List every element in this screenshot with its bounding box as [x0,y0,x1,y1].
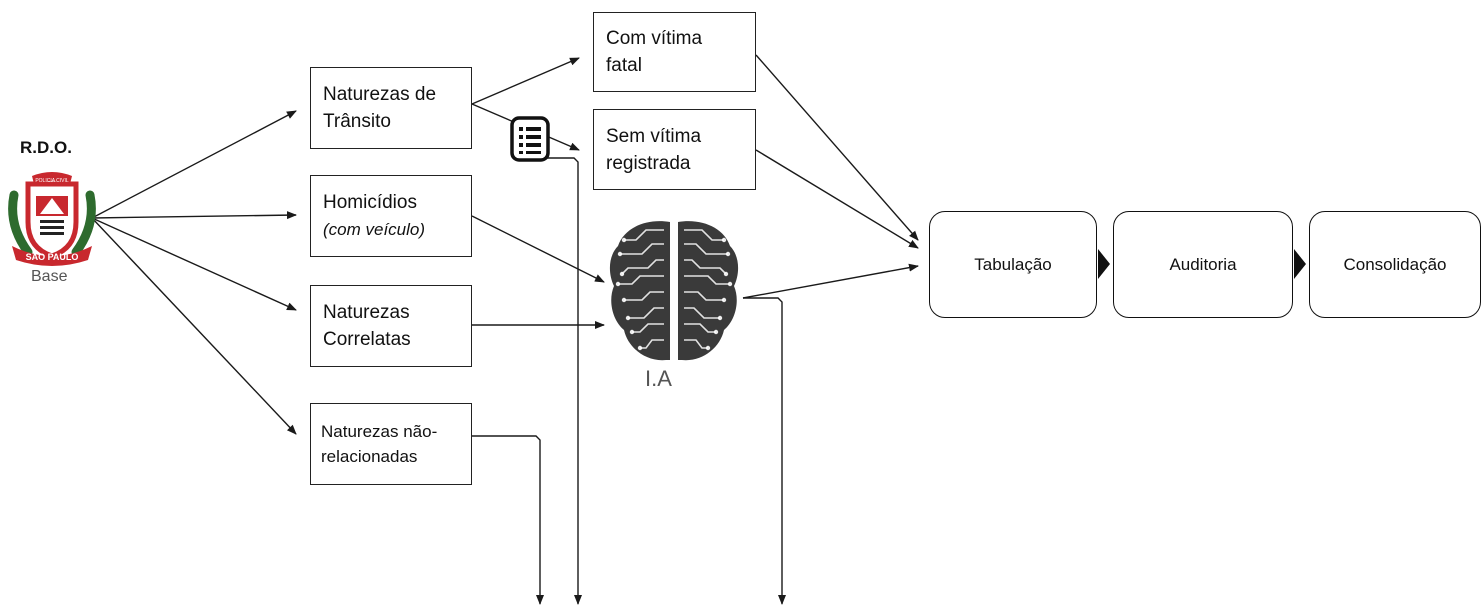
arrow-tabulacao-to-auditoria [1098,249,1110,279]
stage-consolidacao: Consolidação [1309,211,1481,318]
outcome-com-vitima-box: Com vítima fatal [593,12,756,92]
stage-auditoria: Auditoria [1113,211,1293,318]
arrow-base-to-homicidios [91,211,297,220]
list-document-icon [510,116,550,162]
outcome-sem-vitima-line-2: registrada [606,152,691,174]
arrow-ia-to-tabulacao [742,263,919,299]
source-title: R.D.O. [20,138,72,157]
arrow-auditoria-to-consolidacao [1294,249,1306,279]
arrow-com-vitima-to-tabulacao [755,54,919,241]
police-emblem-icon: POLICIA CIVIL SÃO PAULO [8,172,96,266]
category-correlatas-line-2: Correlatas [323,329,411,350]
category-nao-relacionadas-box: Naturezas não- relacionadas [310,403,472,485]
outcome-com-vitima-line-1: Com vítima [606,28,703,49]
stage-auditoria-label: Auditoria [1169,254,1237,274]
arrow-homicidios-to-ia [471,215,605,283]
circuit-brain-icon [609,221,739,361]
category-transito-line-1: Naturezas de [323,84,437,105]
arrow-sem-vitima-to-tabulacao [755,149,919,249]
arrow-base-to-nao-relacionadas [91,217,297,435]
stage-tabulacao: Tabulação [929,211,1097,318]
arrow-base-to-transito [91,110,297,219]
category-nao-relacionadas-line-2: relacionadas [321,447,418,466]
arrow-nao-relacionadas-down [472,435,544,605]
arrow-ia-down [743,297,786,605]
arrow-transito-to-com-vitima [471,57,580,105]
ai-label: I.A [645,366,672,391]
category-homicidios-line-2: (com veículo) [323,220,426,239]
category-transito-box: Naturezas de Trânsito [310,67,472,149]
source-caption: Base [31,268,68,285]
arrow-base-to-correlatas [91,217,297,311]
emblem-bottom-text: SÃO PAULO [26,252,79,262]
arrow-doc-down [545,157,582,605]
outcome-sem-vitima-line-1: Sem vítima [606,125,702,147]
outcome-sem-vitima-box: Sem vítima registrada [593,109,756,190]
category-homicidios-box: Homicídios (com veículo) [310,175,472,257]
category-transito-line-2: Trânsito [323,111,391,132]
outcome-com-vitima-line-2: fatal [606,55,642,76]
emblem-top-text: POLICIA CIVIL [35,178,69,184]
category-nao-relacionadas-line-1: Naturezas não- [321,422,438,441]
stage-consolidacao-label: Consolidação [1343,254,1447,274]
category-correlatas-line-1: Naturezas [323,302,410,323]
stage-tabulacao-label: Tabulação [974,254,1052,274]
category-homicidios-line-1: Homicídios [323,192,417,213]
category-correlatas-box: Naturezas Correlatas [310,285,472,367]
